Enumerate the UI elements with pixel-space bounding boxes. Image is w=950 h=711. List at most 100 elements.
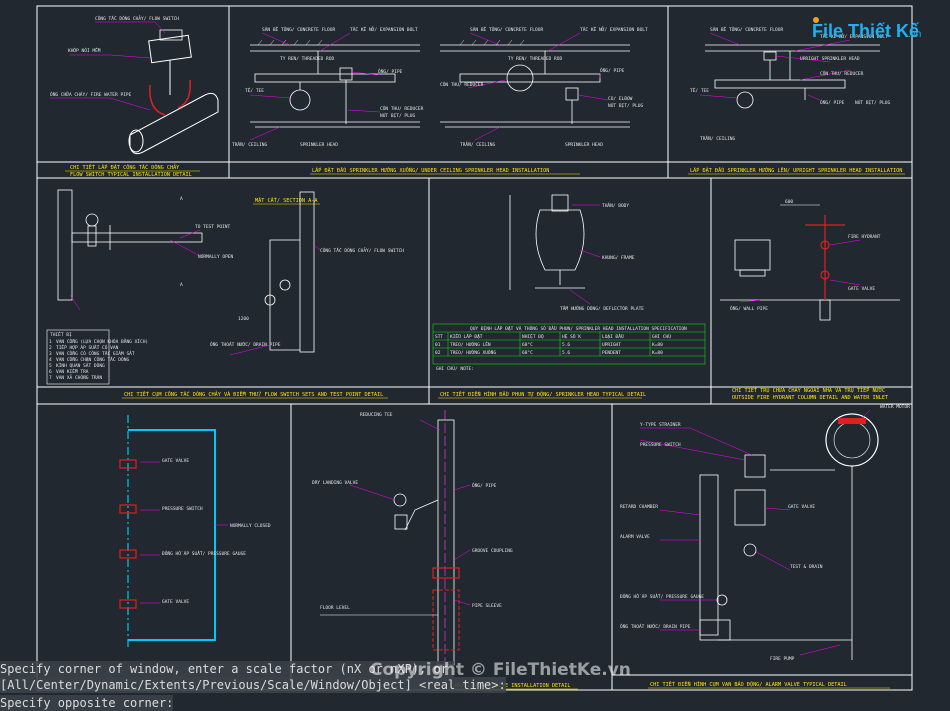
label-pipe-sleeve: PIPE SLEEVE <box>472 603 502 609</box>
title-flow-switch-test: CHI TIẾT CỤM CÔNG TẮC DÒNG CHẢY VÀ ĐIỂM … <box>124 390 383 398</box>
panel-upright: SÀN BÊ TÔNG/ CONCRETE FLOOR TẮC KÊ NỞ/ E… <box>690 25 891 142</box>
label-landing-valve: DRY LANDING VALVE <box>312 480 358 486</box>
label-ceiling-3: TRẦN/ CEILING <box>700 135 736 142</box>
spec-header-cell: HỆ SỐ K <box>562 332 581 340</box>
label-expansion-bolt-2: TẮC KÊ NỞ/ EXPANSION BOLT <box>580 25 648 33</box>
label-fire-water-pipe: ỐNG CHỮA CHÁY/ FIRE WATER PIPE <box>50 91 132 98</box>
label-elbow-2: CO/ ELBOW <box>608 96 633 102</box>
section-titles: CHI TIẾT LẮP ĐẶT CÔNG TẮC DÒNG CHẢY FLOW… <box>65 163 905 690</box>
label-flow-switch-2: CÔNG TẮC DÒNG CHẢY/ FLOW SWITCH <box>320 246 404 254</box>
panel-alarm-valve: Y-TYPE STRAINER PRESSURE SWITCH WATER MO… <box>620 404 910 662</box>
command-input-line[interactable]: Specify opposite corner: <box>0 695 174 711</box>
label-deflector: TẤM HƯỚNG DÒNG/ DEFLECTOR PLATE <box>560 305 644 312</box>
spec-cell: 68°C <box>522 342 533 348</box>
panel-sprinkler-head: THÂN/ BODY KHUNG/ FRAME TẤM HƯỚNG DÒNG/ … <box>432 194 706 372</box>
label-frame: KHUNG/ FRAME <box>602 255 635 261</box>
label-pipe-4: ỐNG/ PIPE <box>472 482 497 489</box>
label-alarm-valve: ALARM VALVE <box>620 534 650 540</box>
spec-header-cell: STT <box>435 334 443 340</box>
legend-item: VAN KIỂM TRA <box>56 367 89 375</box>
logo-dot-icon <box>813 17 819 23</box>
legend-item: VAN XẢ CHỐNG TRÀN <box>56 373 102 381</box>
logo-text-2: Thiết Kế <box>848 21 920 41</box>
dim-600: 600 <box>785 199 793 205</box>
label-y-strainer: Y-TYPE STRAINER <box>640 422 681 428</box>
legend-item: KÍNH QUAN SÁT DÒNG <box>56 361 105 369</box>
spec-cell: TREO/ HƯỚNG LÊN <box>450 340 491 348</box>
legend-item-number: 2 <box>49 345 52 351</box>
label-ceiling-2: TRẦN/ CEILING <box>460 141 496 148</box>
label-drain-pipe: ỐNG THOÁT NƯỚC/ DRAIN PIPE <box>210 341 281 348</box>
spec-cell: 5.6 <box>562 342 570 348</box>
label-reducing-tee: REDUCING TEE <box>360 412 393 418</box>
label-plug-2: NÚT BỊT/ PLUG <box>608 102 644 109</box>
label-gate-valve-3: GATE VALVE <box>788 504 815 510</box>
spec-cell: K=80 <box>652 350 663 356</box>
label-concrete-floor-2: SÀN BÊ TÔNG/ CONCRETE FLOOR <box>470 25 543 33</box>
label-body: THÂN/ BODY <box>602 202 629 209</box>
spec-cell: K=80 <box>652 342 663 348</box>
spec-cell: 01 <box>435 342 441 348</box>
spec-cell: UPRIGHT <box>602 342 621 348</box>
label-gate-valve-1: GATE VALVE <box>162 458 189 464</box>
legend-item: VAN CỔNG CHẶN CÔNG TẮC DÒNG <box>56 356 129 363</box>
label-plug-1: NÚT BỊT/ PLUG <box>380 112 416 119</box>
label-tee-3: TÊ/ TEE <box>690 86 709 94</box>
label-sprinkler-head-1: SPRINKLER HEAD <box>300 142 338 148</box>
legend-header: THIẾT BỊ <box>50 330 72 338</box>
label-fire-hydrant: FIRE HYDRANT <box>848 234 881 240</box>
label-pipe-3: ỐNG/ PIPE <box>820 99 845 106</box>
label-pressure-switch-2: PRESSURE SWITCH <box>640 442 681 448</box>
label-ceiling-1: TRẦN/ CEILING <box>232 141 268 148</box>
label-pipe-1: ỐNG/ PIPE <box>378 68 403 75</box>
legend-item-number: 5 <box>49 363 52 369</box>
label-pressure-switch-1: PRESSURE SWITCH <box>162 506 203 512</box>
label-fire-pump: FIRE PUMP <box>770 656 795 662</box>
title-under-ceiling: LẮP ĐẶT ĐẦU SPRINKLER HƯỚNG XUỐNG/ UNDER… <box>312 167 549 174</box>
label-tee-1: TÊ/ TEE <box>245 86 264 94</box>
legend-item-number: 6 <box>49 369 52 375</box>
panel-riser: GATE VALVE PRESSURE SWITCH ĐỒNG HỒ ÁP SU… <box>119 415 271 650</box>
legend-item-number: 7 <box>49 375 52 381</box>
spec-cells: STT KIỂU LẮP ĐẶT NHIỆT ĐỘ HỆ SỐ K LOẠI ĐẦU GH… <box>435 332 671 356</box>
spec-header-cell: LOẠI ĐẦU <box>602 333 624 340</box>
spec-note: GHI CHÚ/ NOTE: <box>436 365 474 372</box>
label-pressure-gauge: ĐỒNG HỒ ÁP SUẤT/ PRESSURE GAUGE <box>162 550 246 557</box>
title-upright: LẮP ĐẶT ĐẦU SPRINKLER HƯỚNG LÊN/ UPRIGHT… <box>690 166 902 174</box>
legend-item: VAN CỔNG CÓ CÔNG TẮC GIÁM SÁT <box>56 350 135 357</box>
title-hydrant-2: OUTSIDE FIRE HYDRANT COLUMN DETAIL AND W… <box>732 395 888 401</box>
label-wall-pipe: ỐNG/ WALL PIPE <box>730 305 768 312</box>
legend-item: TIẾP HỢP ÁP SUẤT CÓ VAN <box>56 343 119 351</box>
legend-item-number: 1 <box>49 339 52 345</box>
panel-flow-switch-sets: TO TEST POINT NORMALLY OPEN ỐNG THOÁT NƯ… <box>46 189 404 385</box>
section-marker-a-bottom: A <box>180 282 183 288</box>
title-landing-valve: DRY LANDING VALVE INSTALLATION DETAIL <box>455 683 571 689</box>
title-flow-switch-vi: CHI TIẾT LẮP ĐẶT CÔNG TẮC DÒNG CHẢY <box>70 163 180 171</box>
label-flex-joint: KHỚP NỐI MỀM <box>68 46 101 54</box>
logo-text-1: File <box>812 21 843 41</box>
spec-header-cell: KIỂU LẮP ĐẶT <box>450 332 483 340</box>
label-normally-closed: NORMALLY CLOSED <box>230 523 271 529</box>
logo-suffix: .vn <box>908 29 921 40</box>
label-test-drain: TEST & DRAIN <box>790 564 823 570</box>
label-drain-pipe-2: ỐNG THOÁT NƯỚC/ DRAIN PIPE <box>620 623 691 630</box>
spec-header-cell: NHIỆT ĐỘ <box>522 332 544 340</box>
label-retard-chamber: RETARD CHAMBER <box>620 504 658 510</box>
legend-item-number: 4 <box>49 357 52 363</box>
spec-header-cell: GHI CHÚ <box>652 333 671 340</box>
label-threaded-rod-2: TY REN/ THREADED ROD <box>508 56 562 62</box>
section-marker-a-top: A <box>180 196 183 202</box>
panel-landing-valve: REDUCING TEE ỐNG/ PIPE GROOVE COUPLING P… <box>312 410 513 666</box>
title-sprinkler-head: CHI TIẾT ĐIỂN HÌNH ĐẦU PHUN TỰ ĐỘNG/ SPR… <box>440 390 646 398</box>
label-concrete-floor-3: SÀN BÊ TÔNG/ CONCRETE FLOOR <box>710 25 783 33</box>
logo-mark: File Thiết Kế .vn <box>812 17 921 41</box>
panel-under-ceiling: SÀN BÊ TÔNG/ CONCRETE FLOOR TẮC KÊ NỞ/ E… <box>232 25 648 148</box>
panel-flow-switch: CÔNG TẮC DÒNG CHẢY/ FLOW SWITCH KHỚP NỐI… <box>50 14 219 155</box>
command-history-line-2: [All/Center/Dynamic/Extents/Previous/Sca… <box>0 677 506 693</box>
legend-item: VAN CỔNG (LỰA CHỌN KHÓA BẰNG XÍCH) <box>56 337 148 345</box>
label-reducer-3: CÔN THU/ REDUCER <box>820 70 864 77</box>
title-section-aa: MẶT CẮT/ SECTION A-A <box>255 197 318 204</box>
spec-table <box>432 323 706 365</box>
